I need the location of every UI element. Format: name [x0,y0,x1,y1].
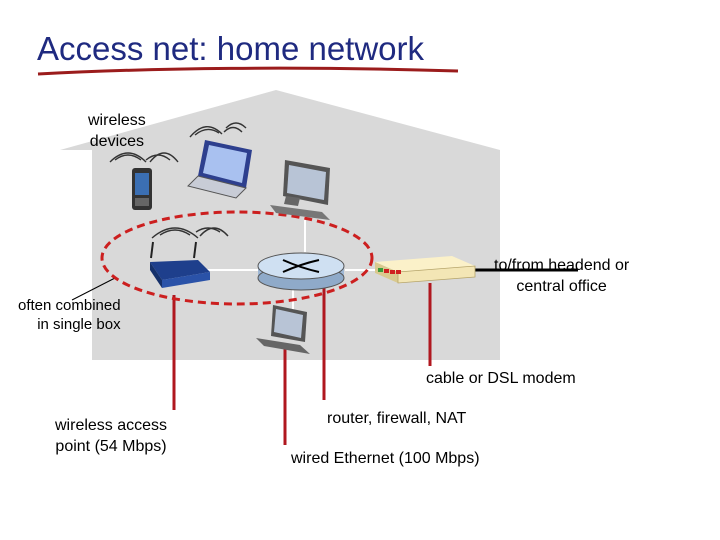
modem-icon [375,256,476,284]
smartphone-icon [132,168,152,210]
title-underline [37,66,459,76]
combined-box-ring [100,210,374,306]
ethernet-label: wired Ethernet (100 Mbps) [291,450,480,467]
router-icon [257,252,345,291]
combined-pointer-line [71,277,116,301]
access-point-label: wireless access point (54 Mbps) [55,417,168,455]
router-label: router, firewall, NAT [327,410,467,427]
headend-label: to/from headend or central office [494,257,630,295]
page-title: Access net: home network [37,30,425,67]
ap-wifi-icon [151,227,229,239]
desktop-icon [270,160,330,220]
house-shape [60,90,500,360]
wireless-router-icon [150,241,210,288]
laptop-bottom-icon [256,305,310,354]
smartphone-wifi-icon [109,152,179,163]
combined-label: often combined in single box [18,297,121,333]
modem-label: cable or DSL modem [426,370,576,387]
laptop-icon [187,140,252,199]
laptop-wifi-icon [189,122,247,138]
wireless-devices-label: wireless devices [88,112,146,150]
